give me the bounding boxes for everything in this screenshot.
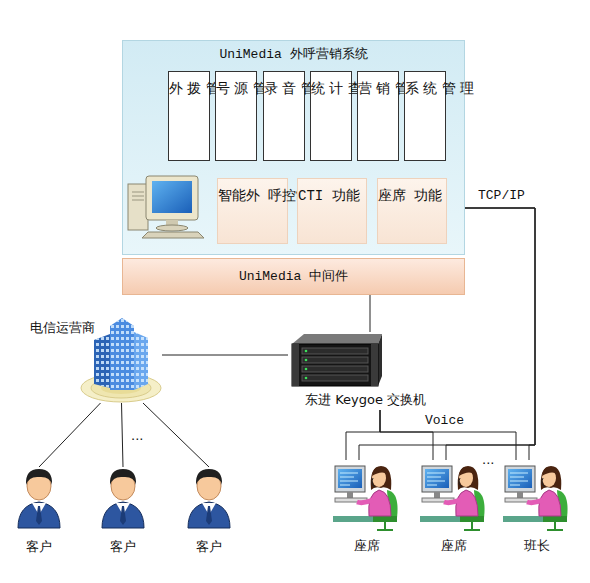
art-shape: [146, 176, 198, 220]
connector-line: [39, 403, 101, 467]
art-shape: [134, 332, 148, 390]
customer-icon: [102, 469, 144, 528]
building-icon: [81, 318, 161, 402]
annotation-label: ...: [131, 428, 143, 444]
art-shape: [371, 344, 378, 386]
node-text: 系 统 管 理: [405, 78, 421, 99]
system-box: UniMedia 外呼营销系统外 拨 管 理 号 源 管 理 录 音 管 理 统 计 …: [122, 40, 465, 255]
art-shape: [302, 348, 368, 354]
node-text: UniMedia 外呼营销系统: [123, 47, 464, 63]
connector-line: [122, 403, 124, 467]
module-box: 外 拨 管 理: [168, 71, 210, 161]
module-box: 号 源 管 理: [215, 71, 257, 161]
node-text: 座席 功能: [378, 185, 408, 207]
customer-node: 客户: [185, 465, 233, 528]
art-shape: [101, 382, 141, 394]
art-shape: [94, 334, 110, 388]
art-shape: [378, 334, 382, 386]
operator-icon: [503, 466, 568, 530]
module-box: 录 音 管 理: [263, 71, 305, 161]
node-text: 班长: [503, 538, 571, 554]
node-text: 客户: [185, 539, 233, 555]
carrier-node: 电信运营商: [80, 318, 162, 403]
art-shape: [305, 350, 308, 353]
node-text: 统 计 查 询: [311, 78, 327, 99]
connector-line: [346, 410, 380, 460]
art-shape: [152, 181, 192, 213]
node-text: 号 源 管 理: [216, 78, 232, 99]
art-shape: [110, 318, 134, 390]
node-text: 客户: [99, 539, 147, 555]
annotation-label: Voice: [425, 413, 464, 429]
operator-icon: [333, 466, 398, 530]
computer-icon: [128, 176, 204, 238]
connector-line: [370, 295, 371, 332]
function-box: 智能外 呼控制: [217, 178, 288, 244]
agent-node: 座席: [420, 460, 488, 532]
node-text: 录 音 管 理: [264, 78, 280, 99]
node-text: 东进 Keygoe 交换机: [305, 392, 435, 408]
node-text: 智能外 呼控制: [218, 185, 262, 207]
connector-line: [143, 403, 209, 467]
module-box: 统 计 查 询: [310, 71, 352, 161]
art-shape: [305, 377, 308, 380]
module-box: 系 统 管 理: [404, 71, 446, 161]
art-shape: [305, 359, 308, 362]
art-shape: [166, 220, 178, 226]
art-shape: [110, 318, 134, 390]
art-shape: [91, 378, 151, 398]
node-text: CTI 功能: [298, 185, 328, 207]
node-text: 客户: [15, 539, 63, 555]
function-box: 座席 功能: [377, 178, 447, 244]
annotation-label: TCP/IP: [478, 188, 525, 204]
art-shape: [142, 232, 204, 238]
art-shape: [305, 368, 308, 371]
art-shape: [302, 357, 368, 363]
art-shape: [156, 225, 188, 231]
customer-icon: [18, 469, 60, 528]
node-text: 座席: [333, 538, 401, 554]
node-text: 外 拨 管 理: [169, 78, 185, 99]
customer-node: 客户: [99, 465, 147, 528]
switch-node: 东进 Keygoe 交换机: [288, 332, 384, 410]
art-shape: [302, 375, 368, 381]
art-shape: [302, 366, 368, 372]
art-shape: [292, 344, 299, 386]
function-box: CTI 功能: [297, 178, 367, 244]
node-text: 营 销 管 理: [358, 78, 374, 99]
art-shape: [134, 332, 148, 390]
module-box: 营 销 管 理: [357, 71, 399, 161]
middleware-band: UniMedia 中间件: [122, 258, 465, 295]
agent-node: 座席: [333, 460, 401, 532]
connector-line: [465, 208, 535, 460]
art-shape: [94, 334, 110, 388]
art-shape: [132, 192, 144, 200]
switch-icon: [292, 334, 382, 386]
art-shape: [81, 374, 161, 402]
art-shape: [292, 344, 378, 386]
connector-line: [162, 355, 288, 356]
customer-node: 客户: [15, 465, 63, 528]
art-shape: [128, 184, 148, 230]
art-shape: [292, 334, 382, 344]
customer-icon: [188, 469, 230, 528]
node-text: 电信运营商: [30, 320, 100, 336]
node-text: UniMedia 中间件: [239, 269, 348, 285]
node-text: 座席: [420, 538, 488, 554]
agent-node: 班长: [503, 460, 571, 532]
connector-line: [380, 410, 516, 460]
operator-icon: [420, 466, 485, 530]
annotation-label: ...: [482, 452, 494, 468]
